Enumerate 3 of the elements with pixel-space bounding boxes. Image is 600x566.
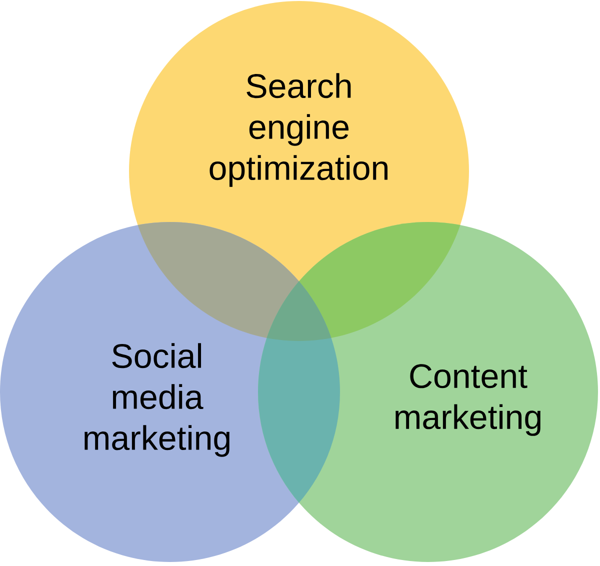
circle-label: Search engine optimization xyxy=(210,73,388,187)
circle-label: Content marketing xyxy=(396,364,540,436)
circle-label: Social media marketing xyxy=(84,343,230,457)
